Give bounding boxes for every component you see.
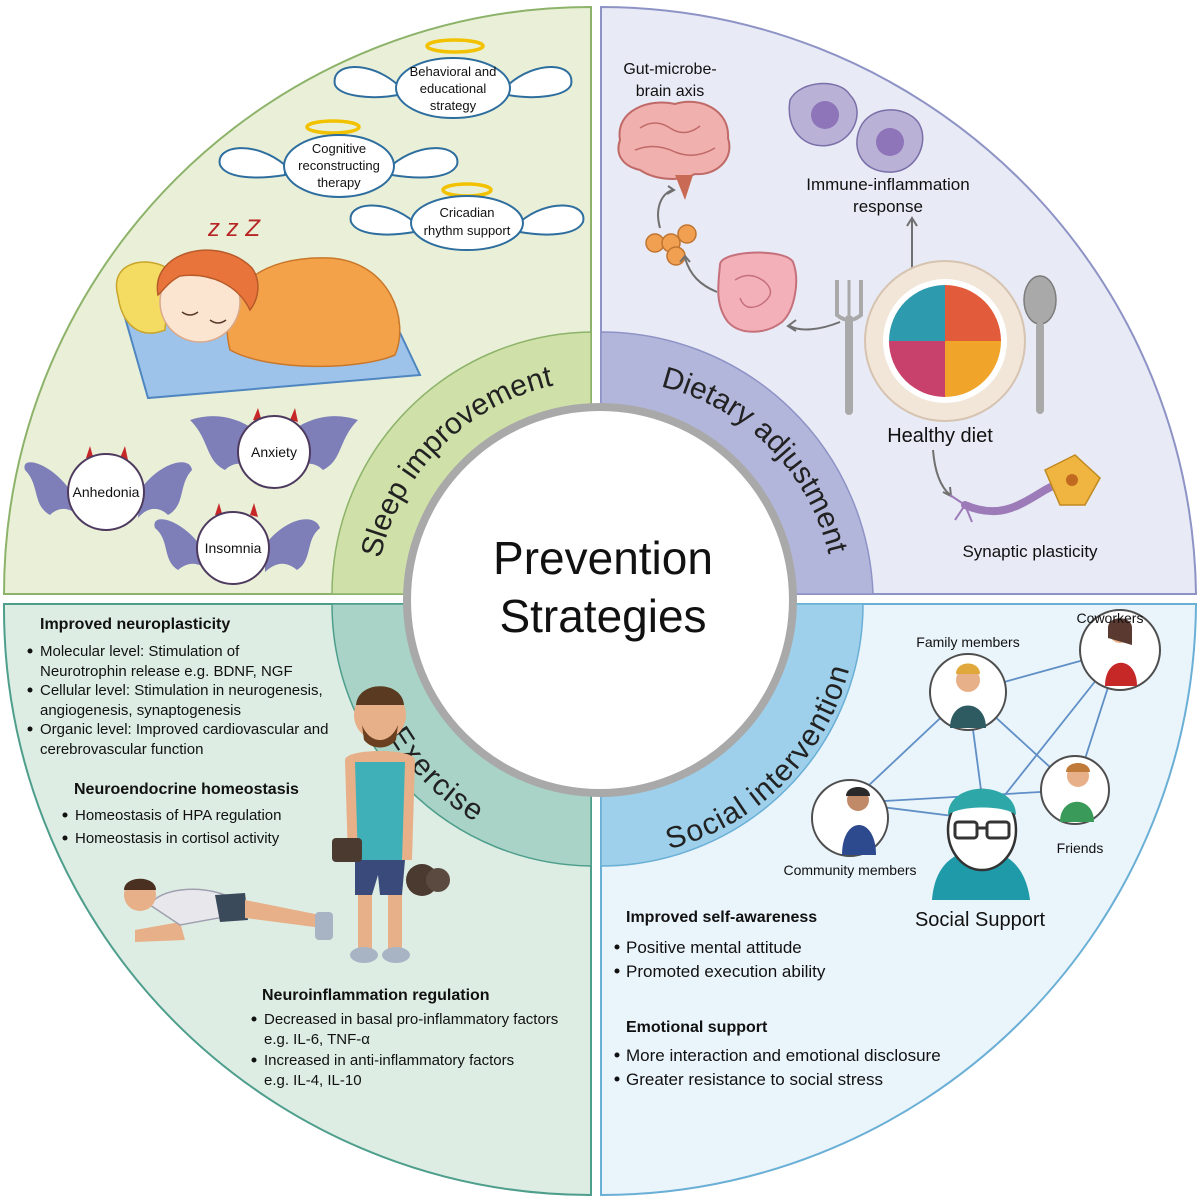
- neuroendocrine-list: Homeostasis of HPA regulation Homeostasi…: [62, 807, 282, 847]
- fork-icon: [835, 280, 863, 415]
- circadian-line2: rhythm support: [424, 223, 511, 238]
- neuroendocrine-line: Homeostasis in cortisol activity: [75, 830, 280, 847]
- angel-bubble-behavioral: Behavioral and educational strategy: [333, 38, 573, 119]
- behavioral-line3: strategy: [430, 98, 477, 113]
- angel-bubble-circadian: Cricadian rhythm support: [349, 182, 585, 251]
- healthy-plate-icon: [864, 260, 1026, 422]
- angel-bubble-cognitive: Cognitive reconstructing therapy: [218, 119, 459, 198]
- diet-arrows: [657, 185, 953, 498]
- sleeping-child-illustration: z z Z: [115, 215, 422, 400]
- anxiety-label: Anxiety: [251, 444, 297, 460]
- center-title-line1: Prevention: [493, 532, 713, 584]
- neuroinflammation-line: e.g. IL-6, TNF-α: [264, 1031, 370, 1048]
- self-awareness-line: Promoted execution ability: [626, 962, 826, 981]
- neuroplasticity-line: Molecular level: Stimulation of: [40, 643, 240, 660]
- emotional-support-list: More interaction and emotional disclosur…: [614, 1046, 941, 1089]
- circadian-line1: Cricadian: [440, 205, 495, 220]
- spoon-icon: [1023, 275, 1057, 414]
- brain-illustration: [617, 100, 731, 200]
- cognitive-line1: Cognitive: [312, 141, 366, 156]
- friends-label: Friends: [1057, 840, 1104, 856]
- cognitive-line3: therapy: [317, 175, 361, 190]
- emotional-support-title: Emotional support: [626, 1019, 768, 1036]
- plank-person-illustration: [124, 878, 333, 942]
- neuroplasticity-line: Cellular level: Stimulation in neurogene…: [40, 682, 323, 699]
- friend-node: [1040, 755, 1110, 825]
- cognitive-line2: reconstructing: [298, 158, 380, 173]
- neuroinflammation-title: Neuroinflammation regulation: [262, 987, 490, 1004]
- bat-anhedonia: Anhedonia: [24, 446, 192, 531]
- coworker-node: [1079, 609, 1161, 691]
- neuron-illustration: [949, 454, 1101, 523]
- zzz-text: z z Z: [207, 215, 261, 242]
- family-member-node: [929, 653, 1007, 731]
- neuroplasticity-title: Improved neuroplasticity: [40, 616, 230, 633]
- dumbbell-man-illustration: [332, 686, 450, 963]
- intestine-illustration: [717, 251, 798, 333]
- neuroplasticity-list: Molecular level: Stimulation of Neurotro…: [27, 643, 328, 758]
- center-title-line2: Strategies: [499, 590, 706, 642]
- neuroinflammation-line: e.g. IL-4, IL-10: [264, 1072, 362, 1089]
- healthy-diet-label: Healthy diet: [887, 425, 993, 447]
- emotional-support-line: Greater resistance to social stress: [626, 1070, 883, 1089]
- neuroendocrine-line: Homeostasis of HPA regulation: [75, 807, 282, 824]
- insomnia-label: Insomnia: [205, 540, 262, 556]
- gut-brain-label-line1: Gut-microbe-: [623, 61, 716, 78]
- behavioral-line1: Behavioral and: [410, 64, 497, 79]
- social-support-label: Social Support: [915, 909, 1046, 931]
- anhedonia-label: Anhedonia: [73, 484, 140, 500]
- gut-brain-label-line2: brain axis: [636, 83, 704, 100]
- immune-cells-illustration: [788, 82, 924, 173]
- emotional-support-line: More interaction and emotional disclosur…: [626, 1046, 941, 1065]
- neuroplasticity-line: angiogenesis, synaptogenesis: [40, 702, 241, 719]
- bat-anxiety: Anxiety: [190, 408, 358, 489]
- coworkers-label: Coworkers: [1077, 610, 1144, 626]
- neuroinflammation-line: Decreased in basal pro-inflammatory fact…: [264, 1011, 558, 1028]
- social-support-person-illustration: [932, 788, 1030, 900]
- family-members-label: Family members: [916, 634, 1019, 650]
- community-member-node: [811, 779, 889, 857]
- community-members-label: Community members: [783, 862, 916, 878]
- neuroplasticity-line: Organic level: Improved cardiovascular a…: [40, 721, 328, 738]
- neuroendocrine-title: Neuroendocrine homeostasis: [74, 781, 299, 798]
- bat-insomnia: Insomnia: [154, 503, 320, 585]
- behavioral-line2: educational: [420, 81, 487, 96]
- self-awareness-line: Positive mental attitude: [626, 938, 802, 957]
- neuroplasticity-line: cerebrovascular function: [40, 741, 203, 758]
- synaptic-plasticity-label: Synaptic plasticity: [962, 542, 1098, 561]
- neuroplasticity-line: Neurotrophin release e.g. BDNF, NGF: [40, 663, 293, 680]
- immune-label-line1: Immune-inflammation: [806, 175, 969, 194]
- neuroinflammation-list: Decreased in basal pro-inflammatory fact…: [251, 1011, 558, 1089]
- neuroinflammation-line: Increased in anti-inflammatory factors: [264, 1052, 514, 1069]
- immune-label-line2: response: [853, 197, 923, 216]
- self-awareness-list: Positive mental attitude Promoted execut…: [614, 938, 826, 981]
- microbe-dots: [645, 224, 697, 266]
- center-circle: [403, 403, 797, 797]
- self-awareness-title: Improved self-awareness: [626, 909, 817, 926]
